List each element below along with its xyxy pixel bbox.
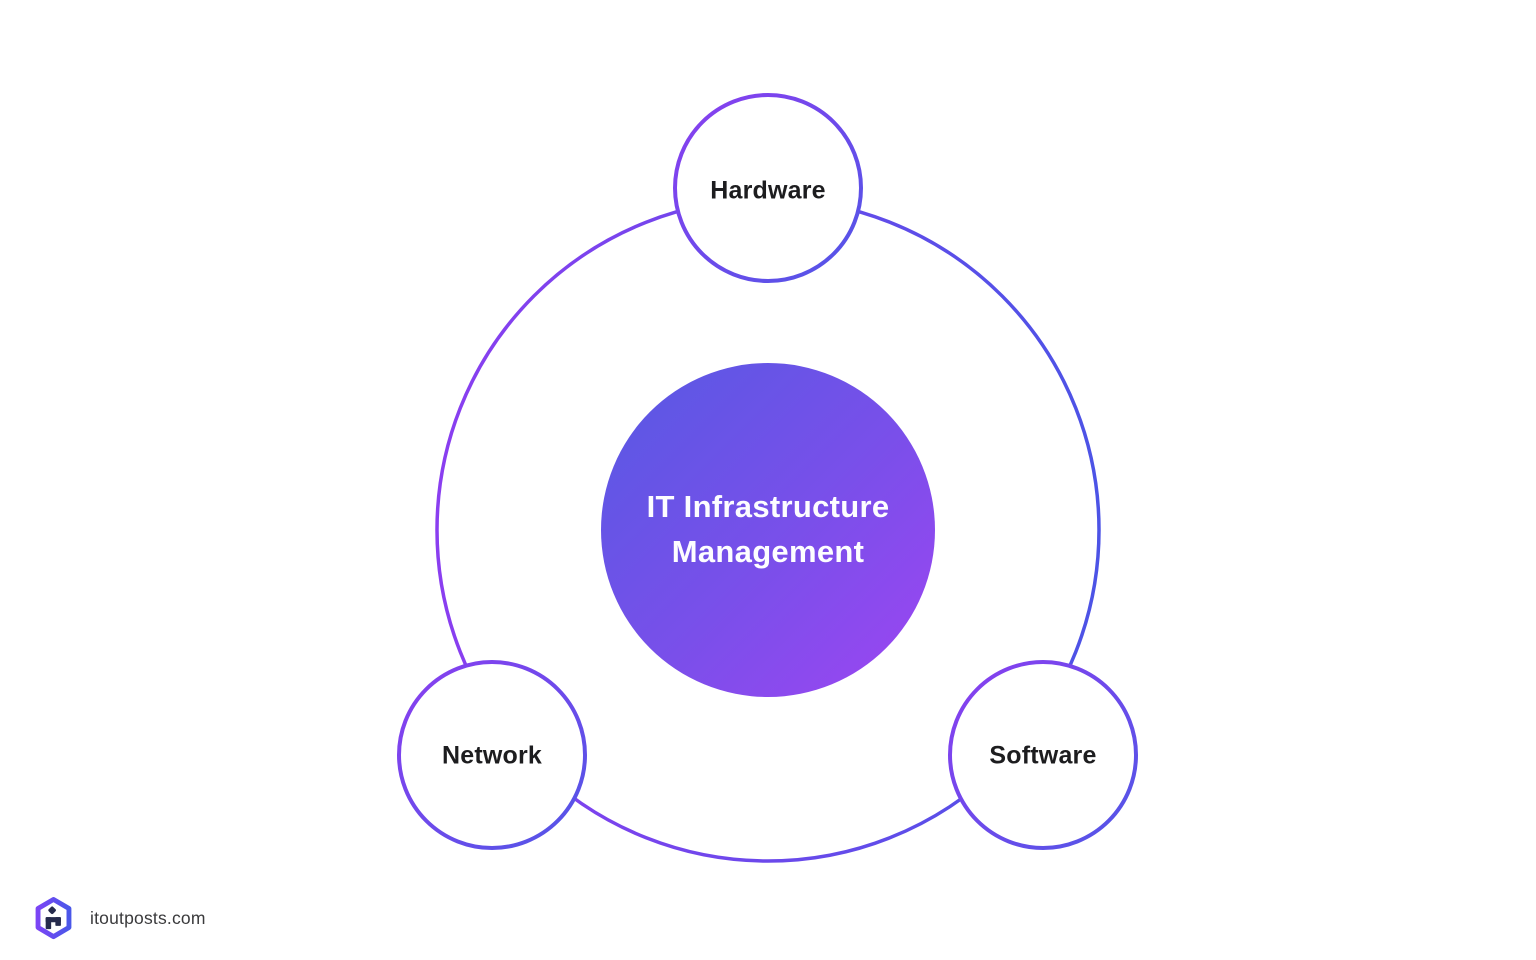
brand-footer: itoutposts.com	[31, 895, 206, 942]
brand-name: itoutposts.com	[90, 908, 206, 928]
node-label-hardware: Hardware	[710, 176, 826, 205]
it-monogram	[45, 906, 61, 930]
center-circle	[601, 363, 935, 697]
node-circle-software	[948, 660, 1138, 850]
itoutposts-hexagon-logo-icon	[35, 896, 72, 940]
node-label-network: Network	[441, 741, 543, 770]
node-circle-hardware	[673, 93, 863, 283]
node-label-software: Software	[989, 741, 1097, 770]
node-circle-network	[397, 660, 587, 850]
center-title-line2: Management	[671, 534, 865, 569]
center-title-line1: IT Infrastructure	[646, 489, 890, 524]
center-title: IT Infrastructure Management	[647, 484, 890, 574]
